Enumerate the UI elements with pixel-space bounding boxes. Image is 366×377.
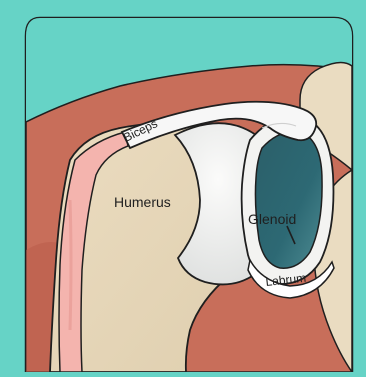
- glenoid-label: Glenoid: [248, 211, 296, 227]
- glenoid-fossa: [255, 132, 322, 268]
- biceps-muscle-fiber: [70, 200, 71, 330]
- humerus-label: Humerus: [114, 194, 171, 210]
